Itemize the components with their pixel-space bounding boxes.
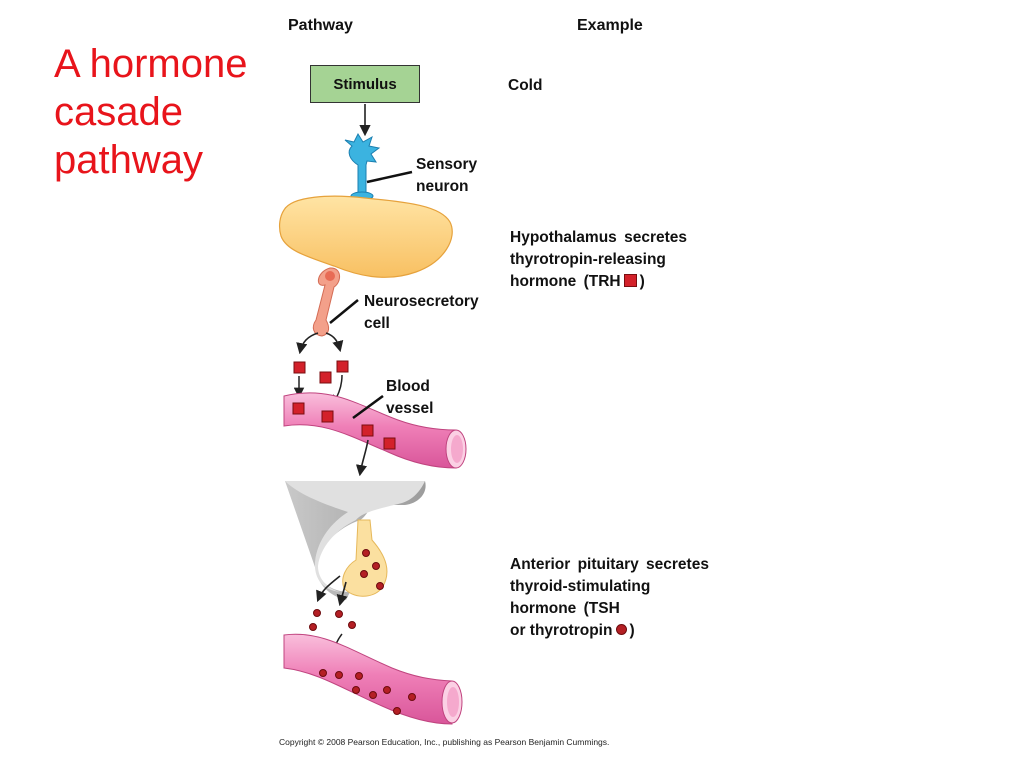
tsh-text: or thyrotropin — [510, 622, 613, 639]
neurosecretory-label-line1: Neurosecretory — [364, 293, 479, 310]
example-hypothalamus: Hypothalamus secretes thyrotropin-releas… — [510, 227, 687, 293]
sensory-neuron — [344, 132, 381, 201]
blood-vessel-1 — [283, 392, 467, 469]
leader-sensory — [366, 170, 413, 184]
tsh-released — [309, 609, 356, 631]
pituitary-line4: or thyrotropin) — [510, 620, 709, 642]
pituitary-line1: Anterior pituitary secretes — [510, 556, 709, 573]
blood-vessel-label: Blood vessel — [386, 376, 433, 420]
leader-blood-vessel — [352, 394, 384, 420]
trh-markers — [293, 360, 349, 384]
anterior-pituitary — [285, 481, 426, 600]
pathway-header: Pathway — [288, 17, 353, 34]
sensory-label-line1: Sensory — [416, 156, 478, 173]
pituitary-line3: hormone (TSH — [510, 600, 620, 617]
hypothalamus-line1: Hypothalamus secretes — [510, 229, 688, 246]
tsh-close: ) — [629, 622, 635, 639]
neurosecretory-cell-label: Neurosecretory cell — [364, 291, 479, 335]
trh-close: ) — [639, 273, 645, 290]
stimulus-label: Stimulus — [333, 75, 397, 93]
example-pituitary: Anterior pituitary secretes thyroid-stim… — [510, 554, 709, 642]
sensory-label-line2: neuron — [416, 178, 469, 195]
hypothalamus — [278, 195, 453, 278]
trh-in-vessel — [292, 402, 396, 450]
neurosecretory-label-line2: cell — [364, 315, 390, 332]
blood-label-line1: Blood — [386, 378, 430, 395]
slide-title: A hormone casade pathway — [54, 42, 248, 182]
hypothalamus-line2: thyrotropin-releasing — [510, 251, 666, 268]
example-cold: Cold — [508, 77, 543, 94]
neurosecretory-cell — [312, 267, 340, 337]
example-header: Example — [577, 17, 643, 34]
tsh-in-pituitary — [360, 549, 384, 590]
sensory-neuron-label: Sensory neuron — [416, 154, 477, 198]
leader-neurosecretory — [329, 299, 359, 324]
pituitary-line2: thyroid-stimulating — [510, 578, 651, 595]
blood-label-line2: vessel — [386, 400, 434, 417]
blood-vessel-2 — [283, 633, 463, 725]
copyright-notice: Copyright © 2008 Pearson Education, Inc.… — [279, 737, 610, 747]
hypothalamus-line3: hormone (TRH) — [510, 271, 687, 293]
tsh-dot-icon — [616, 624, 628, 635]
trh-square-icon — [623, 274, 637, 287]
stimulus-box: Stimulus — [310, 65, 420, 103]
trh-text: hormone (TRH — [510, 273, 621, 290]
tsh-in-vessel — [319, 669, 416, 715]
